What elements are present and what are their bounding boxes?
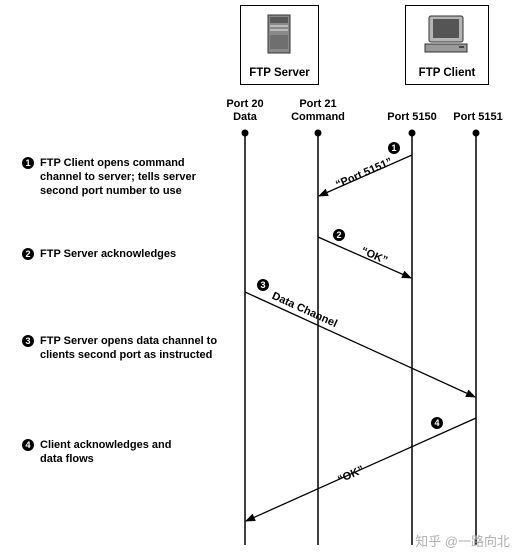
lifeline-port-5151 [472, 129, 480, 545]
step-badge-3: 3 [257, 279, 269, 291]
arrow-client-ok [245, 417, 477, 522]
step-badge-2: 2 [333, 229, 345, 241]
port-5151-label: Port 5151 [453, 111, 503, 123]
lifeline-port-21 [314, 129, 322, 545]
step-3-number: 3 [22, 335, 34, 347]
arrow-port-request [318, 154, 413, 197]
step-badge-4: 4 [431, 417, 443, 429]
ftp-client-box: FTP Client [405, 5, 489, 85]
watermark: 知乎 @一路向北 [415, 534, 510, 549]
step-badge-1: 1 [388, 142, 400, 154]
lifeline-port-5150 [408, 129, 416, 545]
desktop-computer-icon [423, 15, 471, 60]
arrow-server-ok [317, 236, 412, 279]
server-tower-icon [264, 13, 294, 60]
arrow-data-channel [244, 291, 476, 398]
ftp-server-label: FTP Server [249, 67, 310, 79]
step-2-number: 2 [22, 248, 34, 260]
ftp-server-box: FTP Server [240, 5, 319, 85]
step-1-number: 1 [22, 157, 34, 169]
step-4-number: 4 [22, 439, 34, 451]
lifeline-port-20 [241, 129, 249, 545]
ftp-client-label: FTP Client [418, 67, 476, 79]
port-5150-label: Port 5150 [387, 111, 437, 123]
